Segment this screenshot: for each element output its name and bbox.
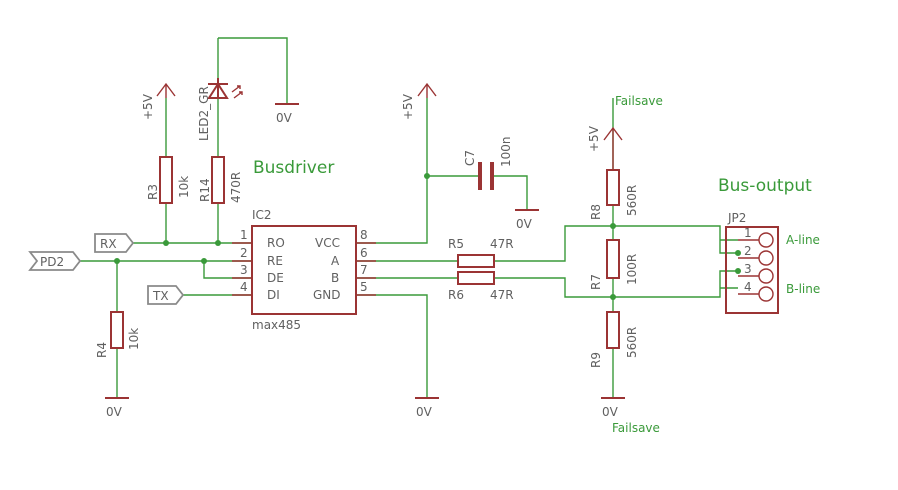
pin-name-ro: RO: [267, 236, 285, 250]
pin-num-8: 8: [360, 228, 368, 242]
capacitor-c7: C7 100n: [463, 136, 513, 190]
pin-name-di: DI: [267, 288, 280, 302]
pin-num-7: 7: [360, 263, 368, 277]
svg-text:47R: 47R: [490, 237, 514, 251]
svg-text:R5: R5: [448, 237, 464, 251]
svg-text:560R: 560R: [625, 327, 639, 358]
svg-text:R8: R8: [589, 204, 603, 220]
connector-jp2: JP2 1 2 3 4 A-line B-line: [725, 211, 820, 314]
port-pd2-label: PD2: [40, 255, 64, 269]
failsave-bottom-label: Failsave: [612, 421, 660, 435]
svg-text:R14: R14: [198, 178, 212, 202]
pin-num-4: 4: [240, 280, 248, 294]
svg-text:560R: 560R: [625, 185, 639, 216]
pin-name-vcc: VCC: [315, 236, 340, 250]
svg-text:R4: R4: [95, 342, 109, 358]
svg-text:4: 4: [744, 280, 752, 294]
resistor-r6: R6 47R: [448, 271, 514, 302]
resistor-r7: R7 100R: [589, 239, 639, 290]
resistor-r8: R8 560R: [589, 169, 639, 220]
resistor-r5: R5 47R: [448, 237, 514, 268]
title-bus-output: Bus-output: [718, 176, 812, 196]
led-ref: LED2_GR: [197, 86, 211, 141]
svg-text:R9: R9: [589, 352, 603, 368]
pin-name-gnd: GND: [313, 288, 341, 302]
pin-num-2: 2: [240, 246, 248, 260]
svg-text:470R: 470R: [229, 172, 243, 203]
svg-text:3: 3: [744, 262, 752, 276]
resistor-r3: R3 10k: [146, 156, 191, 204]
svg-text:10k: 10k: [127, 328, 141, 350]
supply-5v-failsave: +5V Failsave: [587, 94, 663, 170]
pin-name-b: B: [331, 271, 339, 285]
svg-text:R7: R7: [589, 274, 603, 290]
ic-ref: IC2: [252, 208, 272, 222]
svg-text:100n: 100n: [499, 136, 513, 167]
wires: [80, 37, 738, 398]
led-led2-gr: LED2_GR: [197, 78, 243, 141]
svg-text:C7: C7: [463, 150, 477, 166]
gnd-led: 0V: [275, 103, 299, 125]
supply-5v-vcc: +5V: [401, 82, 437, 120]
svg-text:R3: R3: [146, 184, 160, 200]
svg-text:10k: 10k: [177, 176, 191, 198]
port-rx: RX: [94, 233, 135, 253]
port-pd2: PD2: [28, 251, 82, 271]
svg-text:100R: 100R: [625, 254, 639, 285]
supply-5v-r3: +5V: [141, 82, 176, 120]
title-busdriver: Busdriver: [253, 158, 334, 178]
svg-text:1: 1: [744, 226, 752, 240]
junctions: [114, 173, 741, 300]
pin-num-3: 3: [240, 263, 248, 277]
failsave-top-label: Failsave: [615, 94, 663, 108]
pin-num-5: 5: [360, 280, 368, 294]
svg-text:47R: 47R: [490, 288, 514, 302]
port-tx: TX: [147, 285, 185, 305]
pin-name-re: RE: [267, 254, 283, 268]
gnd-ic: 0V: [415, 397, 439, 419]
b-line-label: B-line: [786, 282, 820, 296]
port-tx-label: TX: [152, 289, 169, 303]
svg-text:0V: 0V: [602, 405, 619, 419]
svg-text:+5V: +5V: [401, 93, 415, 120]
resistor-r4: R4 10k: [95, 311, 141, 358]
gnd-r9: 0V Failsave: [601, 397, 660, 435]
pin-name-a: A: [331, 254, 340, 268]
resistor-r9: R9 560R: [589, 311, 639, 368]
pin-num-6: 6: [360, 246, 368, 260]
svg-text:0V: 0V: [416, 405, 433, 419]
svg-text:R6: R6: [448, 288, 464, 302]
port-rx-label: RX: [100, 237, 117, 251]
svg-text:0V: 0V: [106, 405, 123, 419]
ic-value: max485: [252, 318, 301, 332]
pin-name-de: DE: [267, 271, 284, 285]
a-line-label: A-line: [786, 233, 820, 247]
svg-text:+5V: +5V: [141, 93, 155, 120]
svg-text:0V: 0V: [276, 111, 293, 125]
ic2-max485: IC2 max485 1 2 3 4 RO RE DE DI 8 6 7 5 V…: [232, 208, 376, 332]
gnd-cap: 0V: [515, 209, 539, 231]
connector-ref: JP2: [727, 211, 746, 225]
svg-text:+5V: +5V: [587, 125, 601, 152]
svg-text:2: 2: [744, 244, 752, 258]
pin-num-1: 1: [240, 228, 248, 242]
svg-text:0V: 0V: [516, 217, 533, 231]
resistor-r14: R14 470R: [198, 156, 243, 204]
gnd-r4: 0V: [105, 397, 129, 419]
